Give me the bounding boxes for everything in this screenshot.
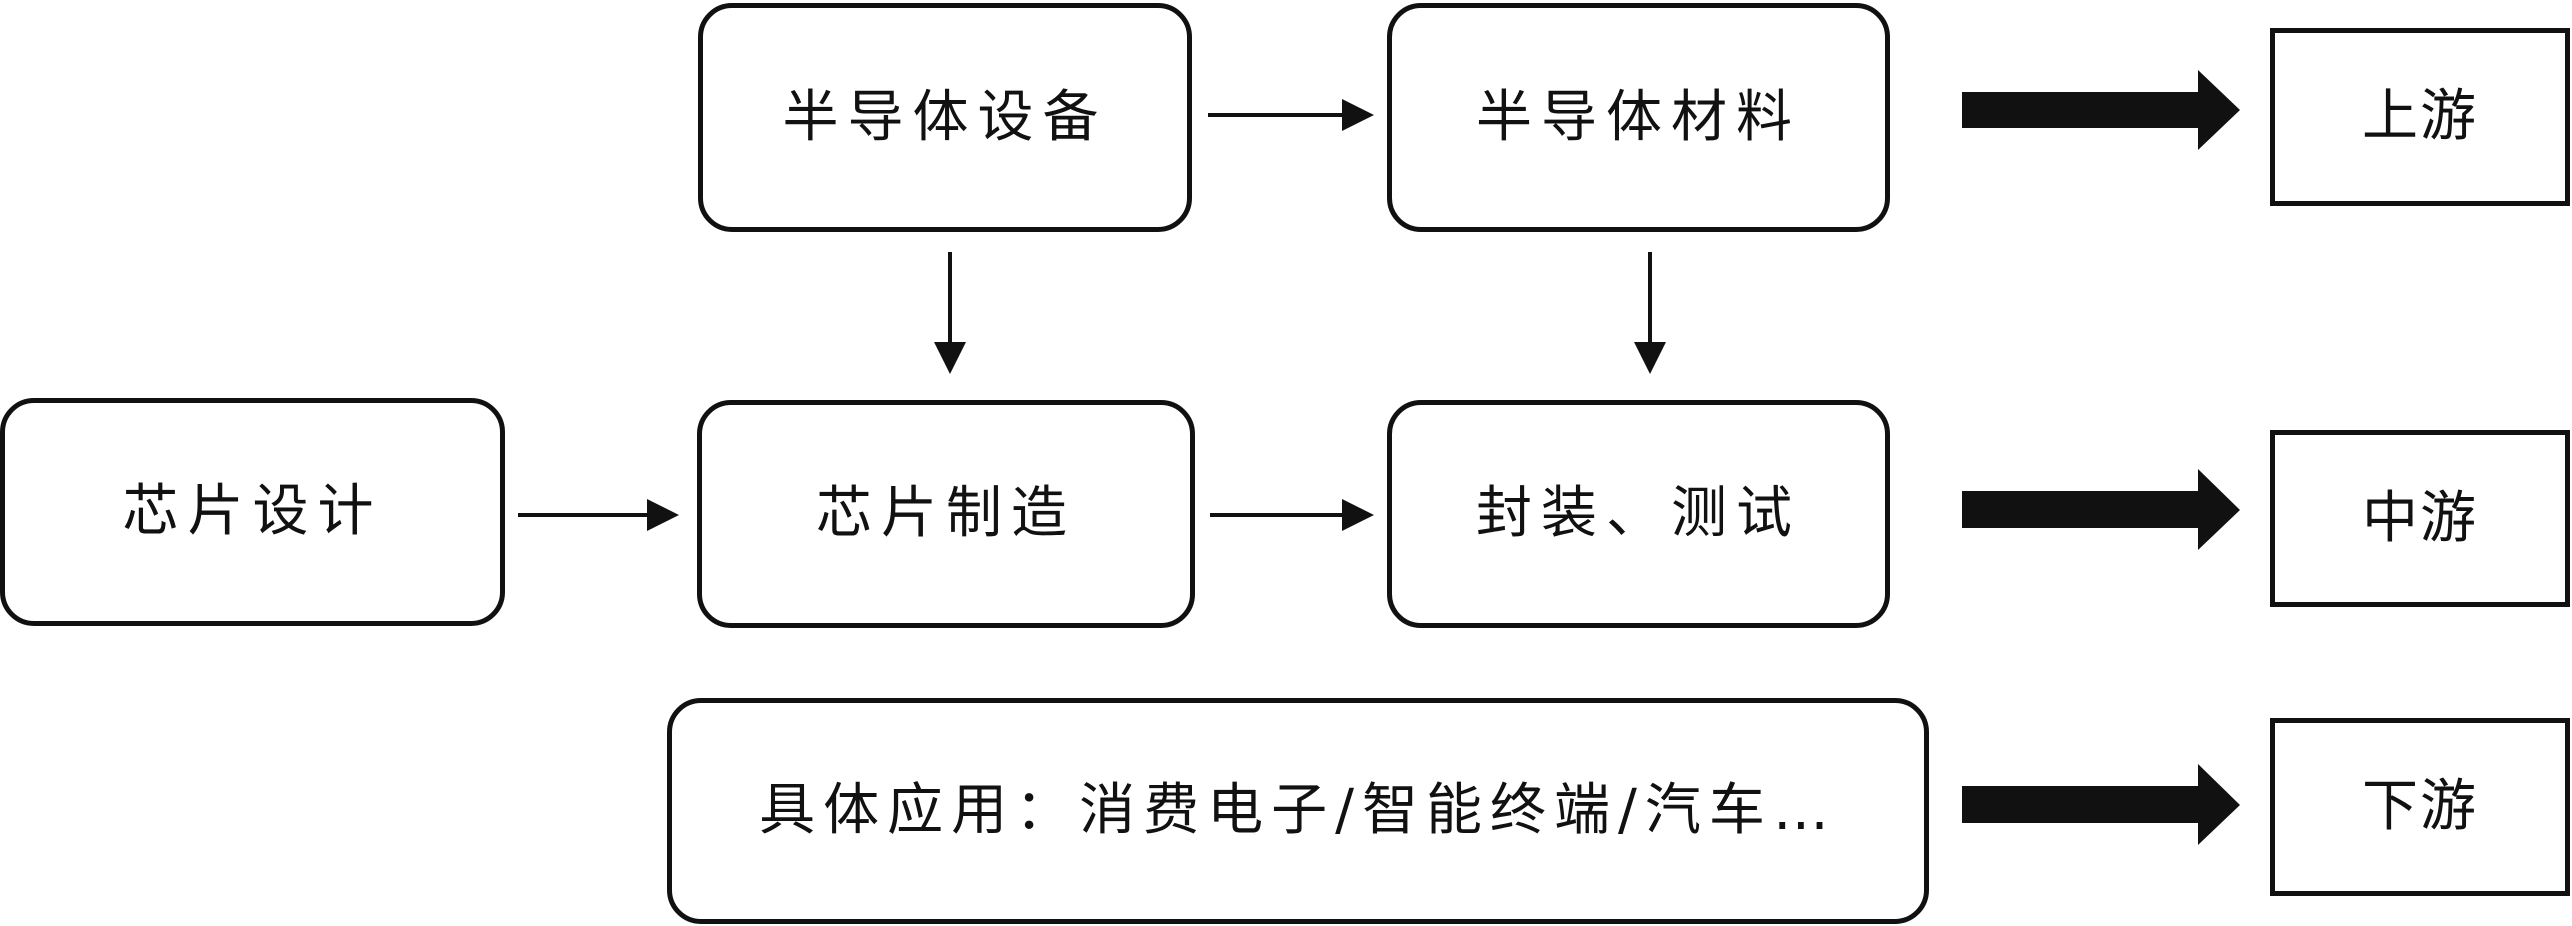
node-semiconductor-equipment: 半导体设备 [698, 3, 1192, 232]
tier-upstream: 上游 [2270, 28, 2570, 206]
node-chip-design: 芯片设计 [0, 398, 505, 626]
node-label: 芯片设计 [122, 479, 383, 544]
node-label: 具体应用：消费电子/智能终端/汽车… [759, 778, 1837, 843]
node-label: 半导体材料 [1476, 84, 1801, 150]
node-label: 半导体设备 [782, 84, 1108, 150]
block-arrow-midstream [1962, 469, 2240, 550]
tier-label: 上游 [2362, 84, 2478, 149]
node-label: 芯片制造 [816, 481, 1076, 546]
tier-midstream: 中游 [2270, 430, 2570, 607]
tier-label: 中游 [2362, 485, 2478, 551]
tier-label: 下游 [2362, 774, 2478, 839]
node-label: 封装、测试 [1476, 481, 1801, 546]
node-packaging-testing: 封装、测试 [1387, 400, 1890, 628]
tier-downstream: 下游 [2270, 718, 2570, 896]
block-arrow-upstream [1962, 70, 2240, 150]
block-arrow-downstream [1962, 764, 2240, 845]
node-semiconductor-materials: 半导体材料 [1387, 3, 1890, 232]
node-chip-manufacturing: 芯片制造 [697, 400, 1195, 628]
node-applications: 具体应用：消费电子/智能终端/汽车… [667, 698, 1929, 924]
